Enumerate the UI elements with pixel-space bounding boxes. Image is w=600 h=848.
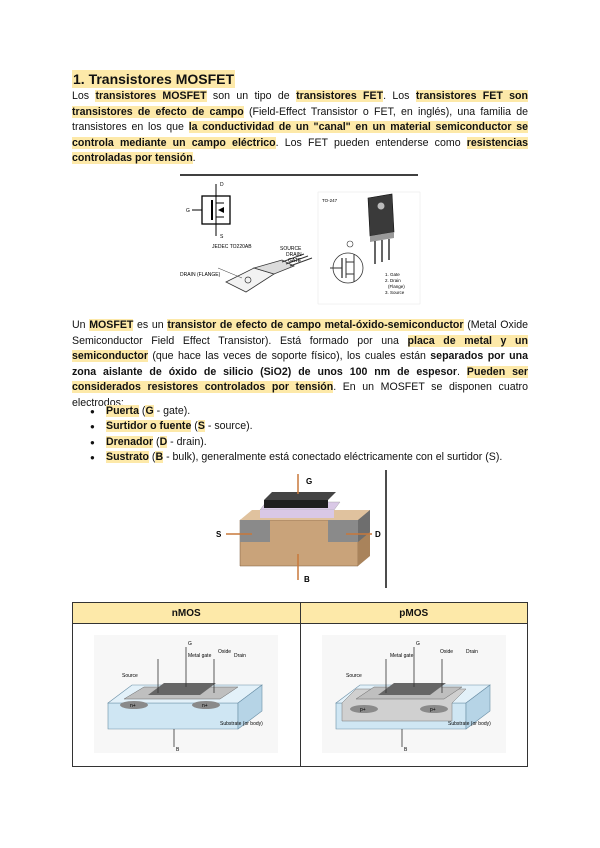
cross-section-svg: G S D B xyxy=(212,470,387,588)
bold-text: separados por una zona aislante de óxido… xyxy=(72,350,529,378)
text: (que hace las veces de soporte físico), … xyxy=(147,350,431,363)
text: son un tipo de xyxy=(206,90,297,102)
table-row: Metal gate Source Drain Oxide Substrate … xyxy=(72,623,528,767)
column-header: nMOS xyxy=(72,602,301,624)
b-label: B xyxy=(176,747,180,753)
source-label: Source xyxy=(122,673,138,679)
electrode-name: Puerta xyxy=(106,405,139,417)
nmos-cell: Metal gate Source Drain Oxide Substrate … xyxy=(72,623,301,767)
terminal-g-label: G xyxy=(306,477,312,486)
electrode-desc: - drain). xyxy=(167,435,207,448)
electrode-desc: - bulk), generalmente está conectado elé… xyxy=(163,451,503,464)
mosfet-packages-figure: D G S JEDEC TO220AB SOURCE DRAIN GATE DR… xyxy=(176,170,424,308)
metal-gate-label: Metal gate xyxy=(188,653,212,659)
legend-flange: (Flange) xyxy=(388,284,405,289)
pmos-cell: Metal gate Source Drain Oxide Substrate … xyxy=(299,623,528,767)
substrate-label: Substrate (or body) xyxy=(448,721,491,727)
pplus-label: p+ xyxy=(430,707,436,713)
list-item: Drenador (D - drain). xyxy=(90,435,550,451)
section-title: 1. Transistores MOSFET xyxy=(72,70,236,88)
electrode-name: Drenador xyxy=(106,435,154,448)
packages-svg: D G S JEDEC TO220AB SOURCE DRAIN GATE DR… xyxy=(180,174,421,305)
nmos-diagram: Metal gate Source Drain Oxide Substrate … xyxy=(94,634,279,753)
text: . Los FET pueden entenderse como xyxy=(275,136,467,149)
highlight: MOSFET xyxy=(89,319,134,331)
list-item: Sustrato (B - bulk), generalmente está c… xyxy=(90,450,550,466)
nplus-label: n+ xyxy=(202,703,208,709)
g-label: G xyxy=(188,641,192,647)
mosfet-paragraph: Un MOSFET es un transistor de efecto de … xyxy=(72,318,529,412)
substrate-label: Substrate (or body) xyxy=(220,721,263,727)
drain-label: Drain xyxy=(234,653,246,659)
to247-package-icon xyxy=(346,193,395,264)
electrode-letter: S xyxy=(197,420,205,433)
mosfet-circle-symbol-icon xyxy=(330,252,364,284)
oxide-label: Oxide xyxy=(440,649,453,655)
terminal-b-label: B xyxy=(304,575,310,584)
legend-gate: 1. Gate xyxy=(385,272,400,277)
sym-d-label: D xyxy=(220,182,224,188)
drain-label: Drain xyxy=(466,649,478,655)
electrode-letter: G xyxy=(145,405,154,417)
pin-gate-label: GATE xyxy=(288,258,302,264)
electrode-letter: B xyxy=(155,451,164,464)
terminal-d-label: D xyxy=(375,530,381,539)
list-item: Surtidor o fuente (S - source). xyxy=(90,419,550,435)
text: (Field-Effect Transistor o FET, en inglé… xyxy=(72,105,528,134)
pin-source-label: SOURCE xyxy=(280,246,302,252)
electrode-name: Surtidor o fuente xyxy=(106,420,192,433)
highlight: transistores MOSFET xyxy=(95,90,207,102)
text: (Metal Oxide Semiconductor Field Effect … xyxy=(72,319,528,347)
text: . Los xyxy=(383,90,416,102)
sym-s-label: S xyxy=(220,234,224,240)
text: . xyxy=(192,152,196,165)
mosfet-cross-section-figure: G S D B xyxy=(212,470,388,588)
terminal-s-label: S xyxy=(216,530,222,539)
column-header: pMOS xyxy=(299,602,528,624)
text: . xyxy=(457,365,467,378)
table-header-row: nMOS pMOS xyxy=(72,602,528,624)
pplus-label: p+ xyxy=(360,707,366,713)
legend-source: 3. Source xyxy=(385,290,405,295)
pmos-diagram: Metal gate Source Drain Oxide Substrate … xyxy=(321,634,506,753)
highlight: transistor de efecto de campo metal-óxid… xyxy=(167,319,464,331)
g-label: G xyxy=(416,641,420,647)
oxide-label: Oxide xyxy=(218,649,231,655)
electrode-letter: D xyxy=(159,435,168,448)
legend-drain: 2. Drain xyxy=(385,278,401,283)
package-label: JEDEC TO220AB xyxy=(212,244,252,250)
text: Un xyxy=(72,319,90,331)
text: es un xyxy=(133,319,168,331)
source-label: Source xyxy=(346,673,362,679)
electrode-desc: - source). xyxy=(204,420,253,433)
to220-package-icon xyxy=(217,253,313,293)
nplus-label: n+ xyxy=(130,703,136,709)
electrode-desc: - gate). xyxy=(153,405,191,417)
nmos-pmos-table: nMOS pMOS Metal gate xyxy=(72,602,528,767)
text: Los xyxy=(72,90,96,102)
pin-flange-label: DRAIN (FLANGE) xyxy=(180,272,221,278)
electrodes-list: Puerta (G - gate). Surtidor o fuente (S … xyxy=(72,404,550,466)
electrode-name: Sustrato xyxy=(106,451,149,464)
metal-gate-label: Metal gate xyxy=(390,653,414,659)
mosfet-symbol-icon xyxy=(192,184,231,236)
highlight: transistores FET xyxy=(296,90,384,102)
b-label: B xyxy=(404,747,408,753)
to247-label: TO-247 xyxy=(322,198,338,203)
sym-g-label: G xyxy=(186,208,190,214)
intro-paragraph: Los transistores MOSFET son un tipo de t… xyxy=(72,89,529,167)
pin-drain-label: DRAIN xyxy=(286,252,302,258)
list-item: Puerta (G - gate). xyxy=(90,404,550,420)
